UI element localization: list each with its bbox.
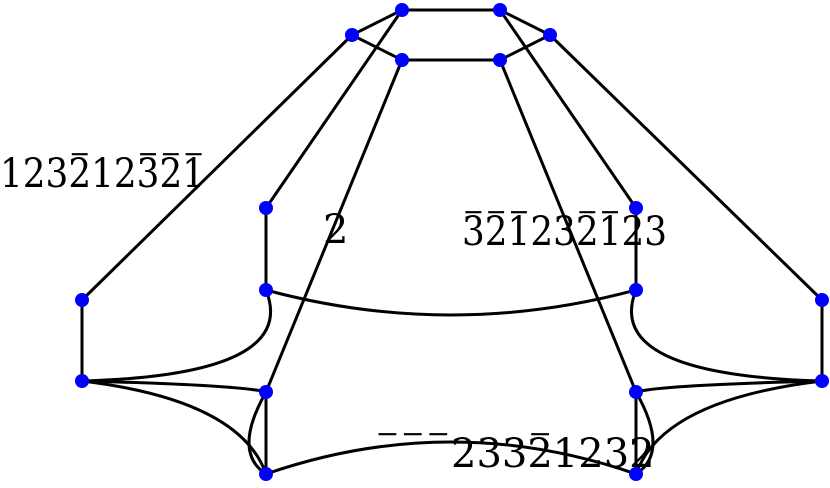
edge [634, 379, 824, 394]
edge [264, 58, 404, 394]
edge [264, 8, 404, 210]
vertex [815, 293, 829, 307]
vertex [75, 293, 89, 307]
vertex [345, 28, 359, 42]
vertex [75, 374, 89, 388]
vertex [259, 283, 273, 297]
vertex [815, 374, 829, 388]
vertex [395, 53, 409, 67]
labels-group: 123212321 2 321232123 23321232 [0, 151, 667, 477]
edge [264, 288, 638, 317]
edge [350, 8, 404, 37]
vertex [493, 3, 507, 17]
vertex [395, 3, 409, 17]
vertex [259, 467, 273, 481]
vertex [493, 53, 507, 67]
overbars-group [71, 153, 618, 436]
edge [264, 440, 638, 476]
edge [498, 58, 638, 394]
edges-group [80, 8, 824, 476]
vertex [629, 385, 643, 399]
word-label-upper-right: 321232123 [462, 209, 667, 255]
vertex [629, 201, 643, 215]
vertex [629, 467, 643, 481]
edge [630, 288, 824, 383]
vertex [629, 283, 643, 297]
word-label-center: 2 [323, 207, 348, 253]
edge [80, 288, 273, 383]
edge [634, 390, 655, 476]
edge [548, 33, 824, 302]
edge [498, 8, 552, 37]
vertex [259, 201, 273, 215]
word-label-upper-left: 123212321 [0, 151, 205, 197]
edge [80, 379, 268, 476]
edge [498, 8, 638, 210]
vertices-group [75, 3, 829, 481]
edge [247, 390, 268, 476]
edge [80, 33, 354, 302]
vertex [259, 385, 273, 399]
edge [634, 379, 824, 476]
edge [80, 379, 268, 394]
word-label-bottom: 23321232 [451, 431, 655, 477]
vertex [543, 28, 557, 42]
